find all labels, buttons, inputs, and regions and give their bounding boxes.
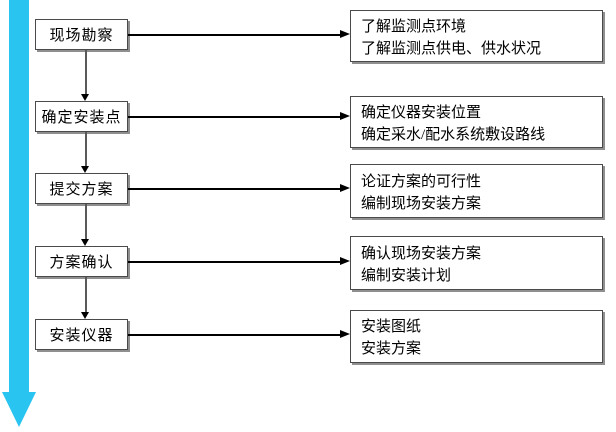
down-arrow-icon: [81, 239, 89, 246]
step-label: 现场勘察: [49, 28, 114, 44]
step-box-determine-install-point: 确定安装点: [35, 101, 128, 132]
detail-line: 编制安装计划: [361, 267, 452, 284]
step-box-submit-plan: 提交方案: [35, 173, 128, 204]
down-connector-line: [85, 50, 87, 94]
step-box-install-instrument: 安装仪器: [35, 319, 128, 350]
detail-line: 论证方案的可行性: [361, 173, 482, 190]
detail-box-submit-plan: 论证方案的可行性 编制现场安装方案: [350, 164, 603, 218]
timeline-down-arrowhead-icon: [2, 392, 36, 427]
detail-line: 了解监测点供电、供水状况: [361, 40, 542, 57]
step-label: 确定安装点: [41, 110, 122, 126]
detail-line: 安装方案: [361, 341, 422, 357]
right-arrow-icon: [340, 257, 350, 265]
right-connector-line: [128, 334, 340, 336]
right-arrow-icon: [340, 112, 350, 120]
right-connector-line: [128, 116, 340, 118]
down-connector-line: [85, 204, 87, 239]
detail-line: 编制现场安装方案: [361, 195, 482, 212]
down-connector-line: [85, 277, 87, 312]
step-label: 方案确认: [49, 255, 114, 271]
detail-line: 安装图纸: [361, 319, 422, 335]
down-arrow-icon: [81, 166, 89, 173]
detail-box-plan-confirmation: 确认现场安装方案 编制安装计划: [350, 236, 603, 290]
down-connector-line: [85, 132, 87, 166]
step-label: 安装仪器: [49, 328, 114, 344]
detail-line: 确认现场安装方案: [361, 245, 482, 262]
right-connector-line: [128, 34, 340, 36]
down-arrow-icon: [81, 312, 89, 319]
down-arrow-icon: [81, 94, 89, 101]
step-label: 提交方案: [49, 182, 114, 198]
right-arrow-icon: [340, 184, 350, 192]
right-arrow-icon: [340, 330, 350, 338]
right-arrow-icon: [340, 30, 350, 38]
detail-line: 了解监测点环境: [361, 18, 467, 35]
timeline-down-arrow-icon: [9, 0, 29, 393]
detail-box-site-survey: 了解监测点环境 了解监测点供电、供水状况: [350, 10, 603, 62]
right-connector-line: [128, 188, 340, 190]
step-box-plan-confirmation: 方案确认: [35, 246, 128, 277]
detail-line: 确定采水/配水系统敷设路线: [361, 126, 546, 143]
right-connector-line: [128, 261, 340, 263]
detail-box-install-instrument: 安装图纸 安装方案: [350, 310, 603, 363]
step-box-site-survey: 现场勘察: [35, 19, 128, 50]
detail-line: 确定仪器安装位置: [361, 104, 482, 121]
detail-box-determine-install-point: 确定仪器安装位置 确定采水/配水系统敷设路线: [350, 96, 603, 148]
